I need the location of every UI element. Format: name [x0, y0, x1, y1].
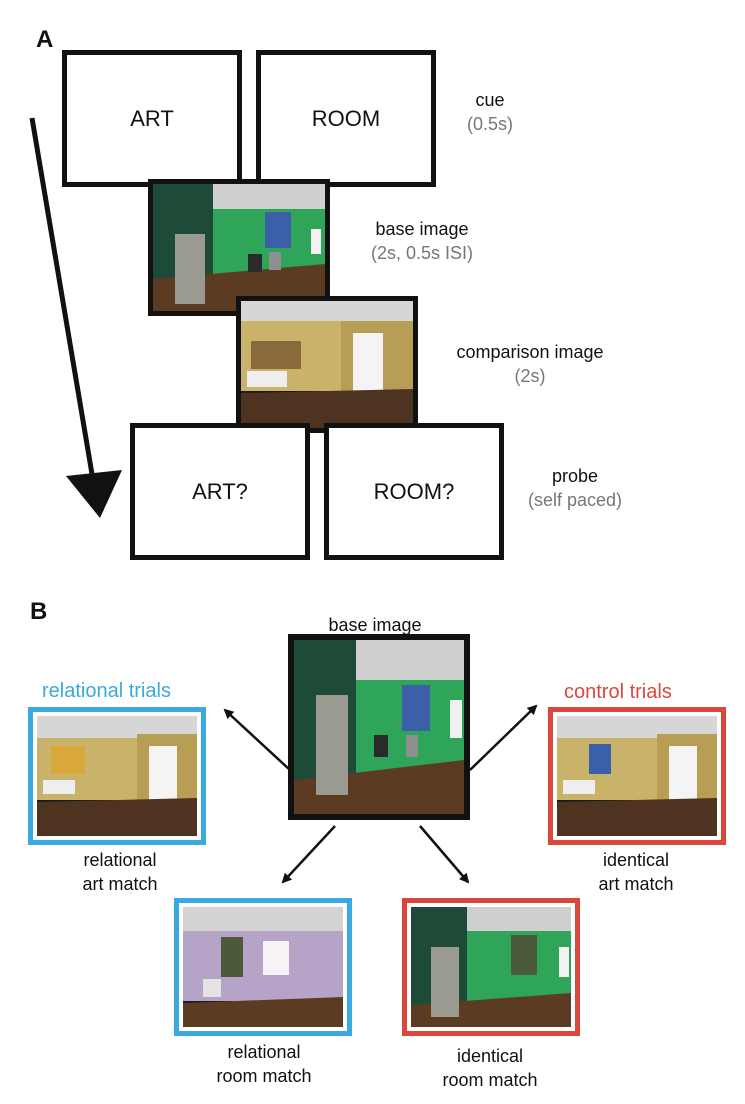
panel-b-label: B [30, 598, 48, 625]
base-image-a [148, 179, 330, 316]
relational-art-line1: relational [83, 850, 157, 870]
relational-art-line2: art match [82, 874, 158, 894]
base-timing: (2s, 0.5s ISI) [370, 243, 474, 263]
identical-art-scene [557, 716, 717, 836]
relational-room-image [174, 898, 352, 1036]
arrow-to-identical-room [419, 825, 470, 884]
probe-label-text: probe [551, 466, 599, 486]
cue-art-box: ART [62, 50, 242, 187]
arrow-to-relational-art [223, 708, 291, 771]
probe-timing: (self paced) [527, 490, 623, 510]
identical-art-line1: identical [602, 850, 670, 870]
panel-a-label: A [36, 26, 54, 53]
cue-room-box: ROOM [256, 50, 436, 187]
probe-label: probe (self paced) [510, 464, 640, 512]
base-label: base image (2s, 0.5s ISI) [352, 217, 492, 265]
cue-label-text: cue [475, 90, 505, 110]
base-image-b-label: base image [328, 615, 422, 635]
cue-label: cue (0.5s) [450, 88, 530, 136]
identical-art-image [548, 707, 726, 845]
base-label-text: base image [375, 219, 469, 239]
relational-room-caption: relational room match [194, 1040, 334, 1088]
timeline-arrow [29, 117, 122, 518]
relational-room-line1: relational [227, 1042, 301, 1062]
base-image-b [288, 634, 470, 820]
identical-room-caption: identical room match [420, 1044, 560, 1092]
relational-room-line2: room match [216, 1066, 312, 1086]
comparison-timing: (2s) [514, 366, 546, 386]
identical-room-image [402, 898, 580, 1036]
cue-timing: (0.5s) [466, 114, 513, 134]
identical-art-caption: identical art match [566, 848, 706, 896]
comparison-label: comparison image (2s) [440, 340, 620, 388]
comparison-room-scene [241, 301, 413, 428]
relational-art-scene [37, 716, 197, 836]
relational-room-scene [183, 907, 343, 1027]
arrow-to-identical-art [469, 704, 538, 771]
relational-art-image [28, 707, 206, 845]
comparison-image-a [236, 296, 418, 433]
probe-art-box: ART? [130, 423, 310, 560]
relational-trials-title: relational trials [42, 680, 171, 702]
probe-room-box: ROOM? [324, 423, 504, 560]
identical-room-line1: identical [456, 1046, 524, 1066]
comparison-label-text: comparison image [456, 342, 604, 362]
identical-room-scene [411, 907, 571, 1027]
control-trials-title: control trials [564, 681, 672, 703]
identical-room-line2: room match [442, 1070, 538, 1090]
arrow-to-relational-room [281, 825, 336, 884]
identical-art-line2: art match [598, 874, 674, 894]
base-room-scene-b [294, 640, 464, 814]
relational-art-caption: relational art match [50, 848, 190, 896]
